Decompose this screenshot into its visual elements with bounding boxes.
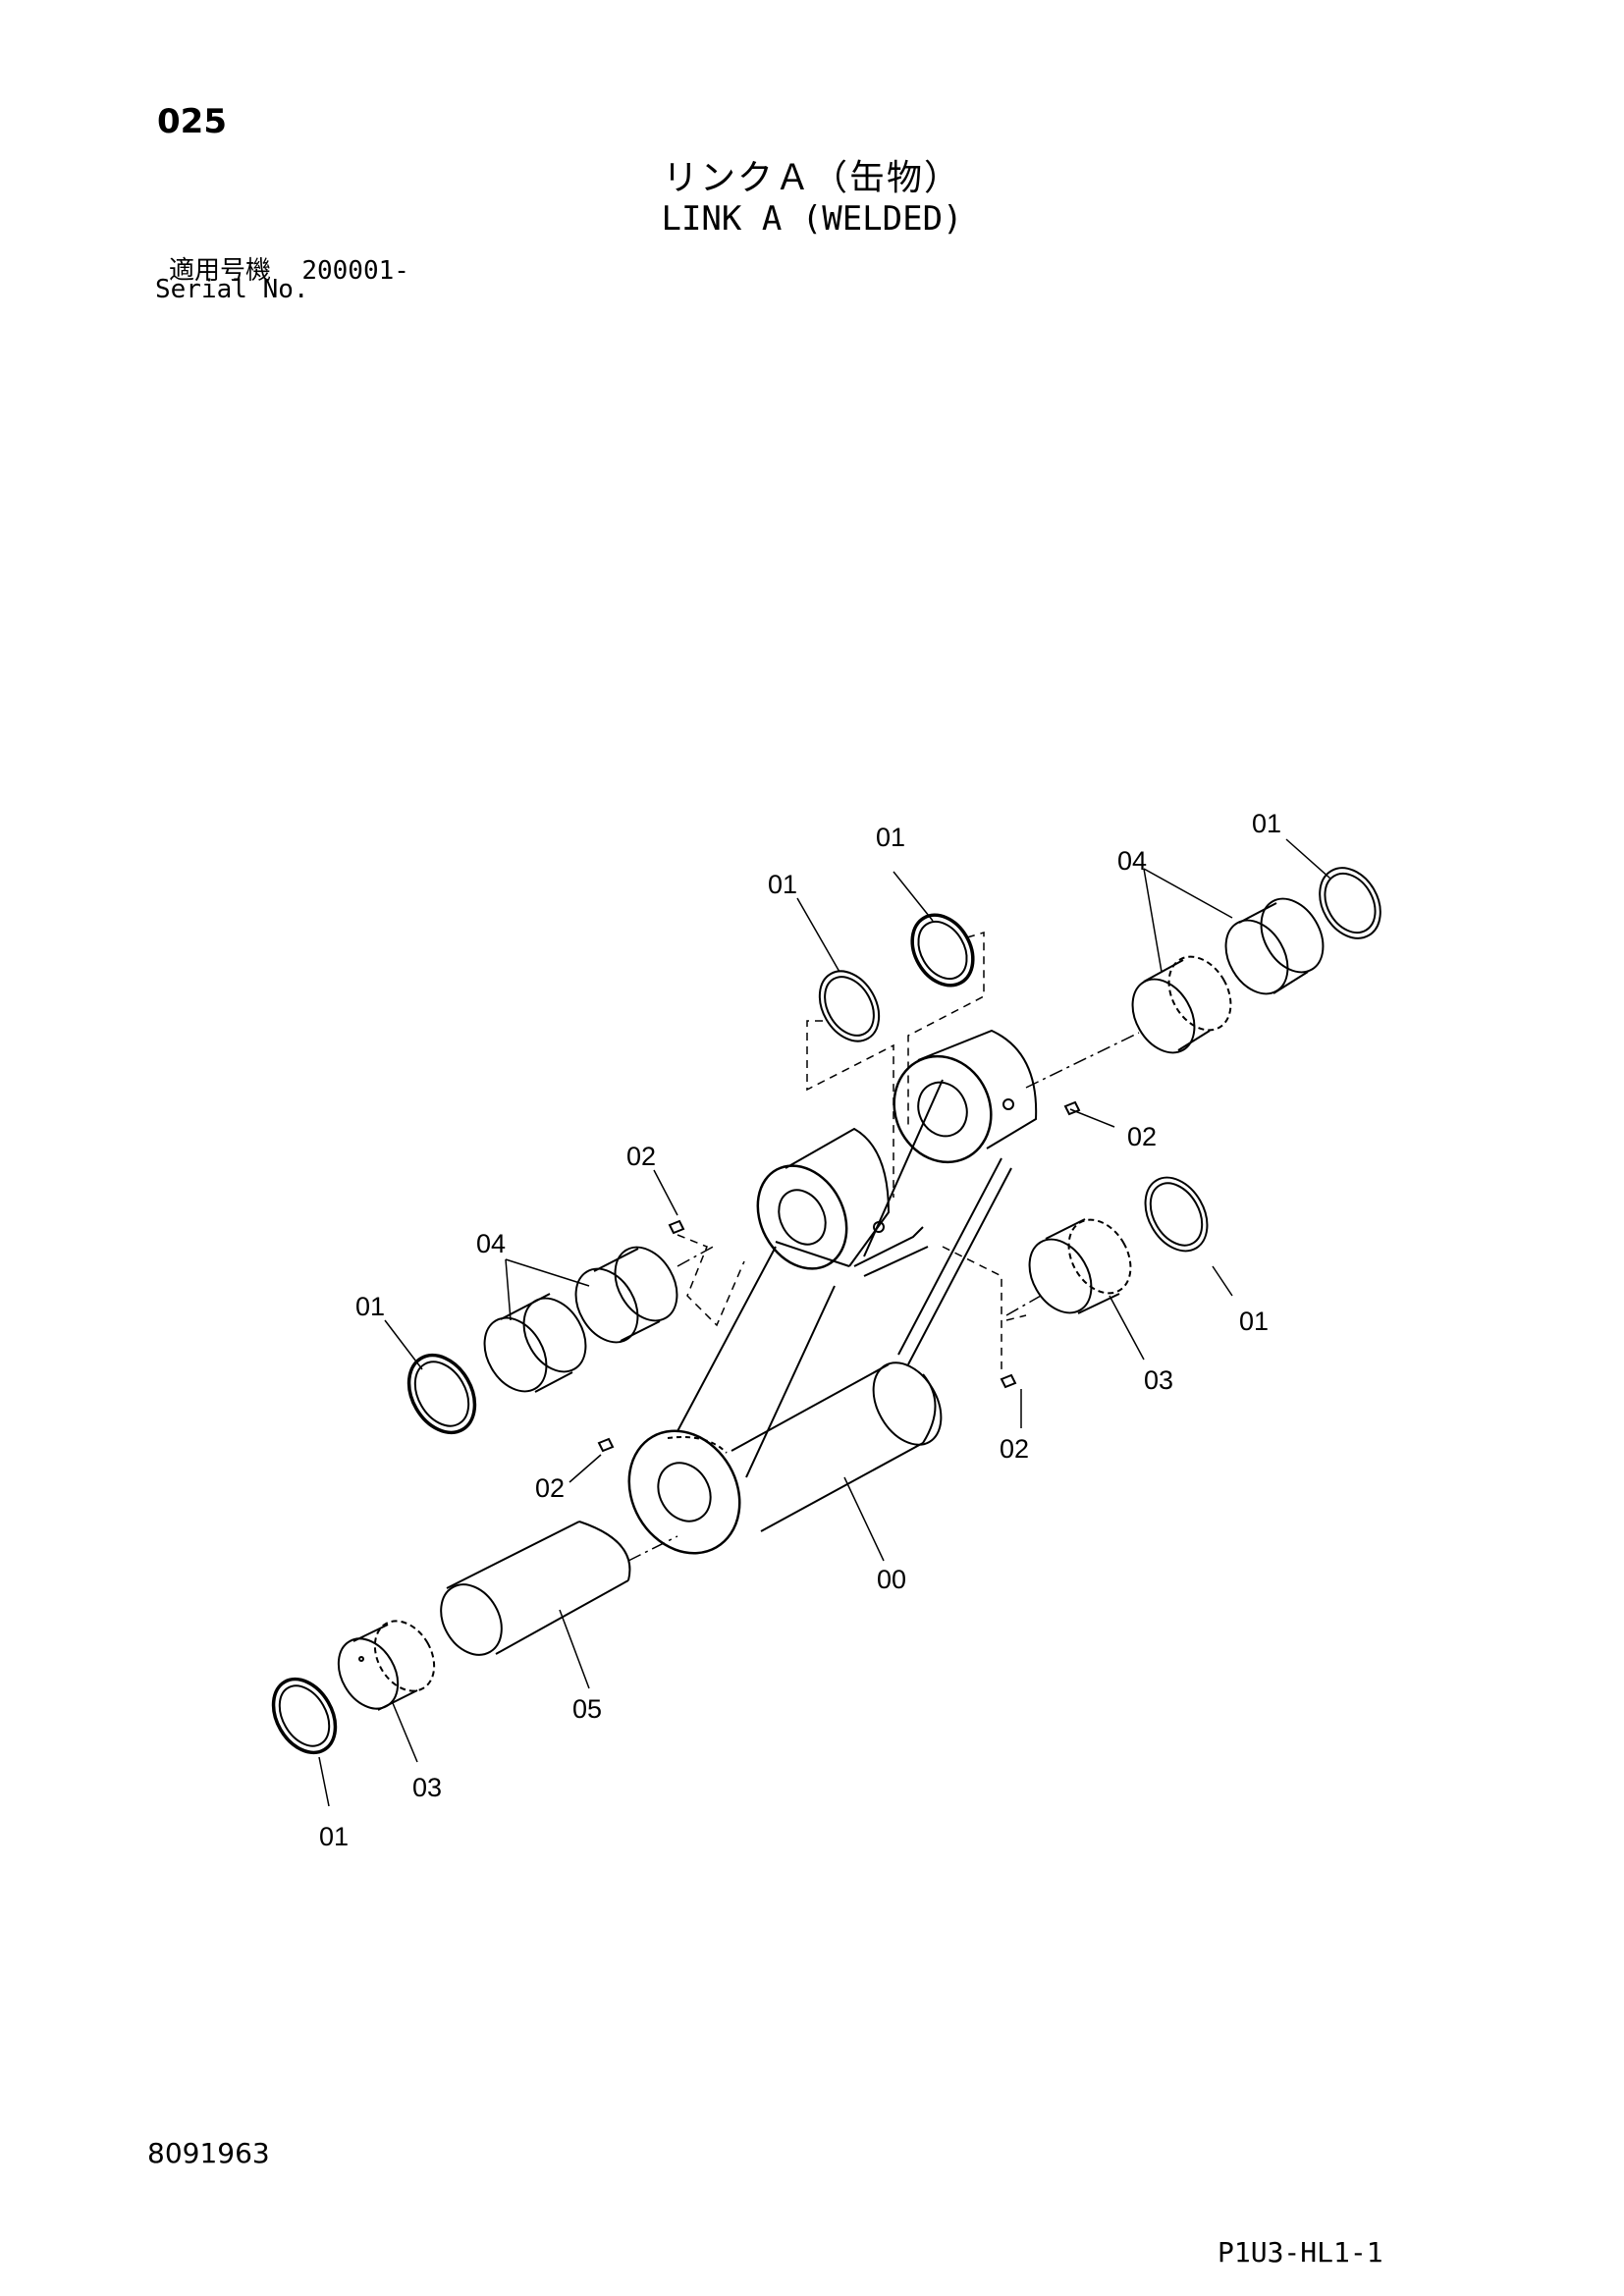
document-number: 8091963 bbox=[147, 2137, 270, 2169]
upper-parts bbox=[806, 867, 1381, 1198]
serial-label-english: Serial No. bbox=[155, 275, 309, 304]
callout-02-lower-right: 02 bbox=[1000, 1434, 1029, 1464]
left-parts bbox=[406, 1219, 745, 1435]
callout-01-left: 01 bbox=[355, 1292, 385, 1321]
link-body bbox=[627, 1029, 1038, 1555]
callout-04-top: 04 bbox=[1117, 846, 1147, 876]
serial-label-japanese: 適用号機 200001- bbox=[169, 250, 409, 287]
page-number: 025 bbox=[157, 102, 227, 141]
page-code: P1U3-HL1-1 bbox=[1218, 2236, 1383, 2269]
leader-lines bbox=[318, 838, 1331, 1807]
lower-parts bbox=[271, 1437, 678, 1755]
callout-02-right: 02 bbox=[1127, 1122, 1157, 1151]
callout-01-top-a: 01 bbox=[768, 870, 797, 899]
callout-04-left: 04 bbox=[476, 1229, 506, 1258]
serial-value: 200001- bbox=[301, 256, 409, 286]
title-japanese: リンクＡ（缶物） bbox=[662, 158, 961, 198]
callout-05-pin: 05 bbox=[572, 1694, 602, 1724]
callout-00-body: 00 bbox=[877, 1565, 906, 1594]
callout-02-left: 02 bbox=[626, 1142, 656, 1171]
callout-01-bottom: 01 bbox=[319, 1822, 349, 1851]
callout-01-top-b: 01 bbox=[876, 823, 905, 852]
callout-labels: 01 01 01 04 02 02 04 01 01 03 02 02 00 0… bbox=[319, 809, 1281, 1851]
title-english: LINK A (WELDED) bbox=[661, 199, 963, 239]
callout-01-right: 01 bbox=[1239, 1307, 1269, 1336]
right-lower-parts bbox=[942, 1176, 1209, 1389]
callout-03-bottom: 03 bbox=[412, 1773, 442, 1802]
callout-03-right: 03 bbox=[1144, 1365, 1173, 1395]
callout-02-lower-left: 02 bbox=[535, 1473, 565, 1503]
serial-label-jp: 適用号機 bbox=[169, 256, 272, 286]
callout-01-top-right: 01 bbox=[1252, 809, 1281, 838]
